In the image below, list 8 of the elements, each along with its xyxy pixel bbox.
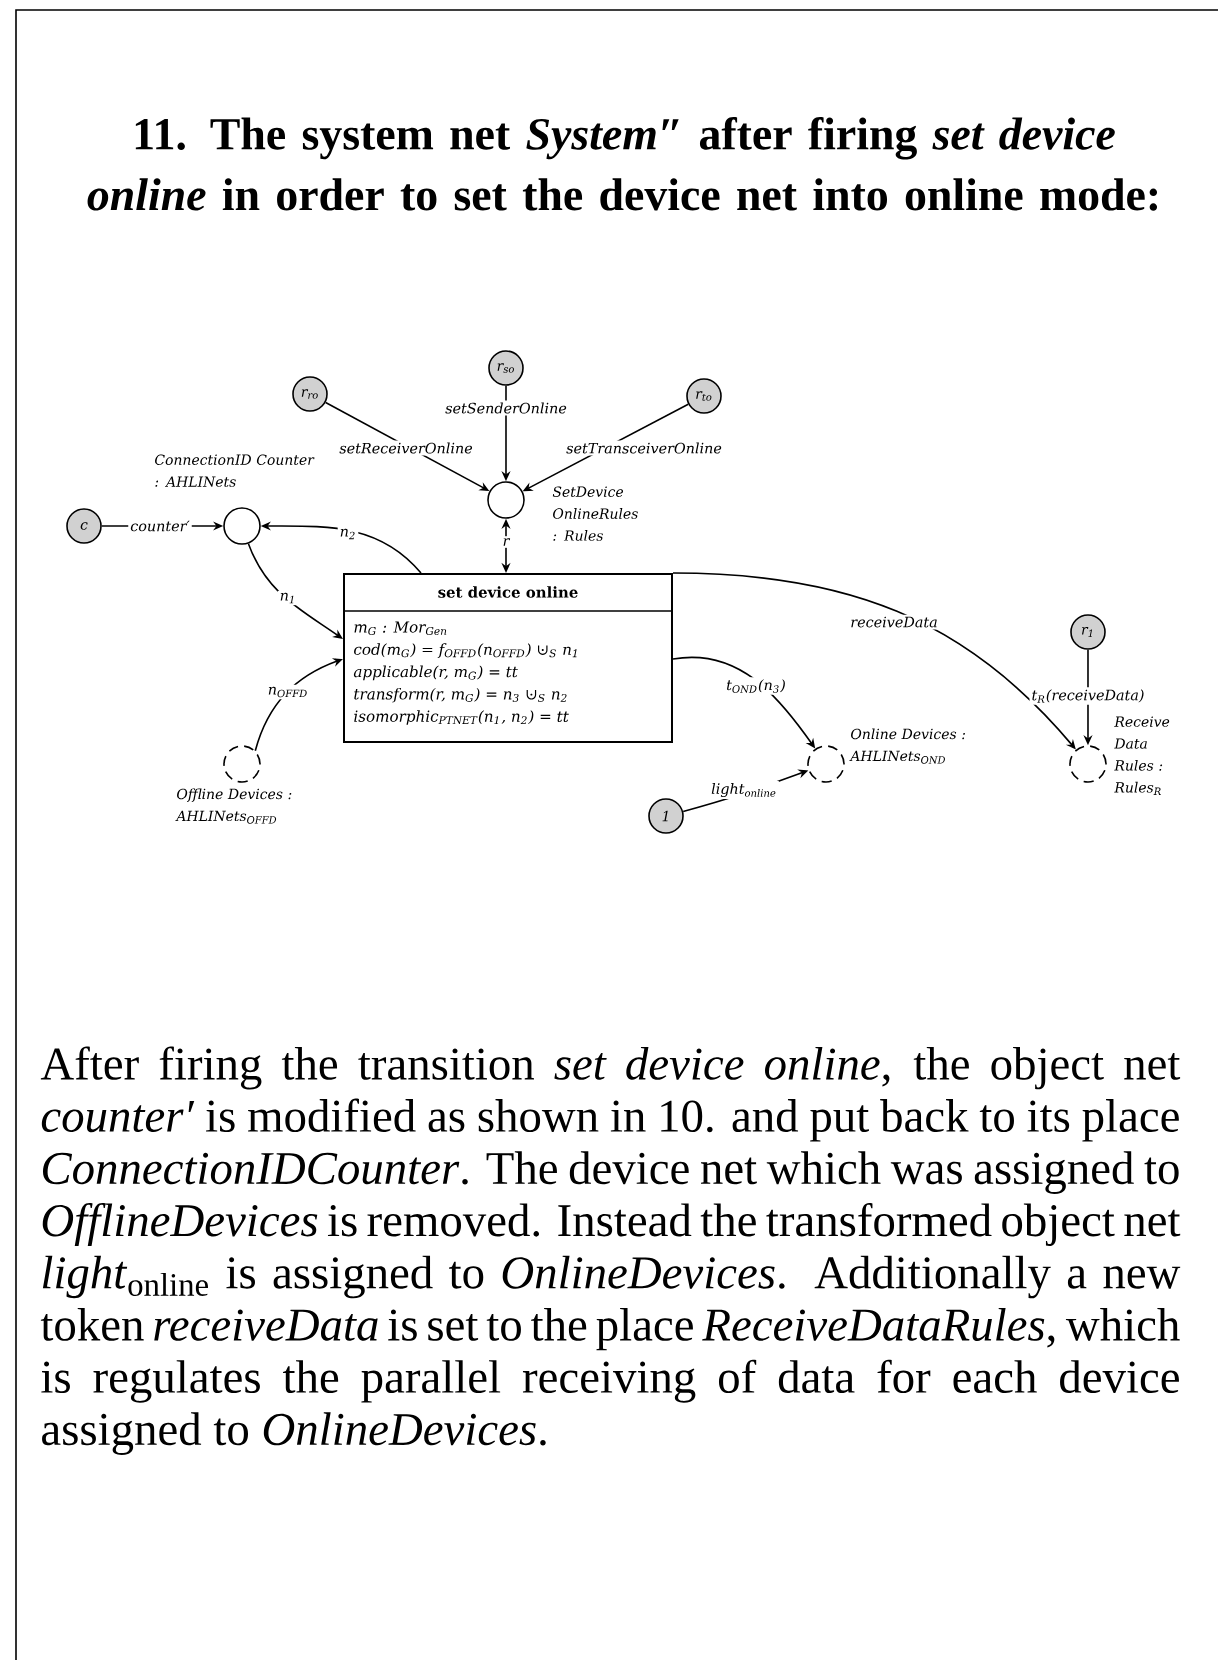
place-circle — [807, 745, 845, 783]
place-circle — [487, 481, 525, 519]
caption: After firing the transition set device online, the object net counter′ is modified as shown in 10. and put back to its place ConnectionIDCounter. The device net which was assigned to OfflineDevices is removed. Instead the transformed object net light$_{online}$ is assigned to OnlineDevices. Additionally a new token receiveData is set to the place ReceiveDataRules, which is regulates the parallel receiving of data for each device assigned to OnlineDevices. — [40, 1046, 1181, 1455]
place-circle — [223, 745, 261, 783]
place-circle — [223, 507, 261, 545]
arrow — [247, 542, 343, 639]
place-circle — [1069, 745, 1107, 783]
title: 11. The system net System″ after firing set device online in order to set the device net into online mode: — [87, 117, 1158, 211]
